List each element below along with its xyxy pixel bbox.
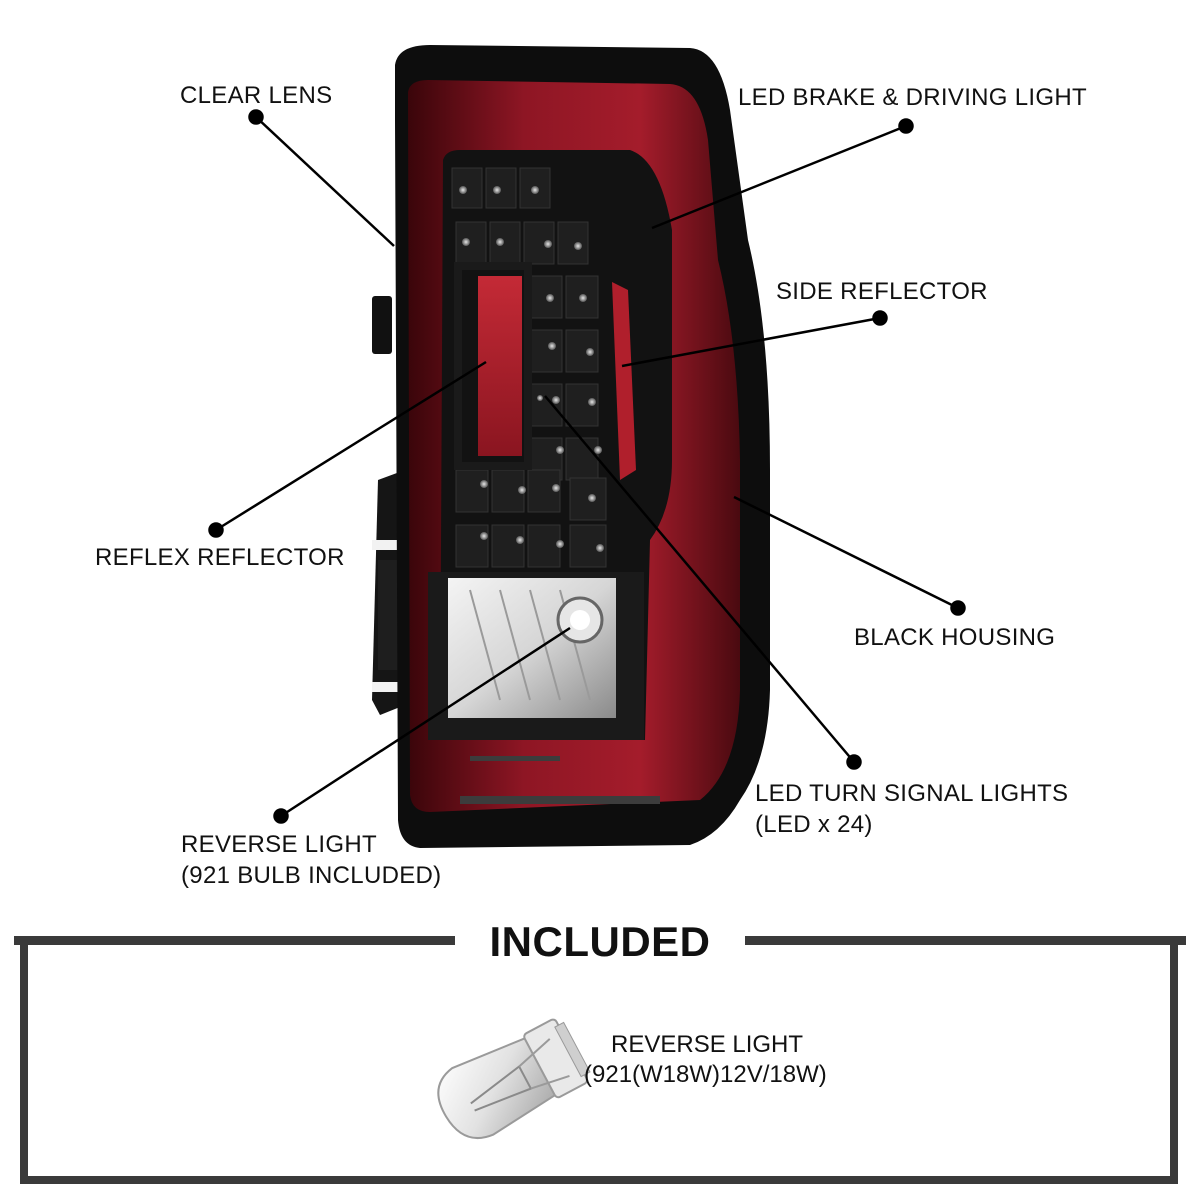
label-side-reflector: SIDE REFLECTOR (776, 278, 988, 305)
side-reflector (612, 282, 636, 480)
label-clear-lens: CLEAR LENS (180, 82, 333, 109)
tail-light-illustration (208, 45, 966, 848)
included-frame-top-left (14, 936, 455, 945)
led-turn-signal-leds (459, 186, 604, 552)
included-bulb-line1: REVERSE LIGHT (611, 1031, 804, 1058)
callout-lines (208, 109, 966, 824)
label-led-brake-driving-light: LED BRAKE & DRIVING LIGHT (738, 84, 1087, 111)
included-title: INCLUDED (489, 918, 711, 965)
label-led-turn-signal-lights: LED TURN SIGNAL LIGHTS (LED x 24) (755, 778, 1068, 840)
included-bulb-line2: (921(W18W)12V/18W) (584, 1061, 827, 1088)
included-frame (20, 940, 1178, 1184)
label-led-turn-line1: LED TURN SIGNAL LIGHTS (755, 780, 1069, 807)
label-reflex-reflector: REFLEX REFLECTOR (95, 544, 345, 571)
included-frame-top-right (745, 936, 1186, 945)
label-black-housing: BLACK HOUSING (854, 624, 1056, 651)
label-reverse-line1: REVERSE LIGHT (181, 831, 377, 858)
label-led-turn-line2: (LED x 24) (755, 811, 873, 838)
included-bulb-description: REVERSE LIGHT (921(W18W)12V/18W) (584, 1030, 827, 1090)
label-reverse-light: REVERSE LIGHT (921 BULB INCLUDED) (181, 829, 441, 891)
bulb-921-icon (437, 1018, 591, 1140)
mounting-bracket (372, 296, 405, 715)
reflex-reflector (478, 276, 522, 456)
label-reverse-line2: (921 BULB INCLUDED) (181, 862, 442, 889)
